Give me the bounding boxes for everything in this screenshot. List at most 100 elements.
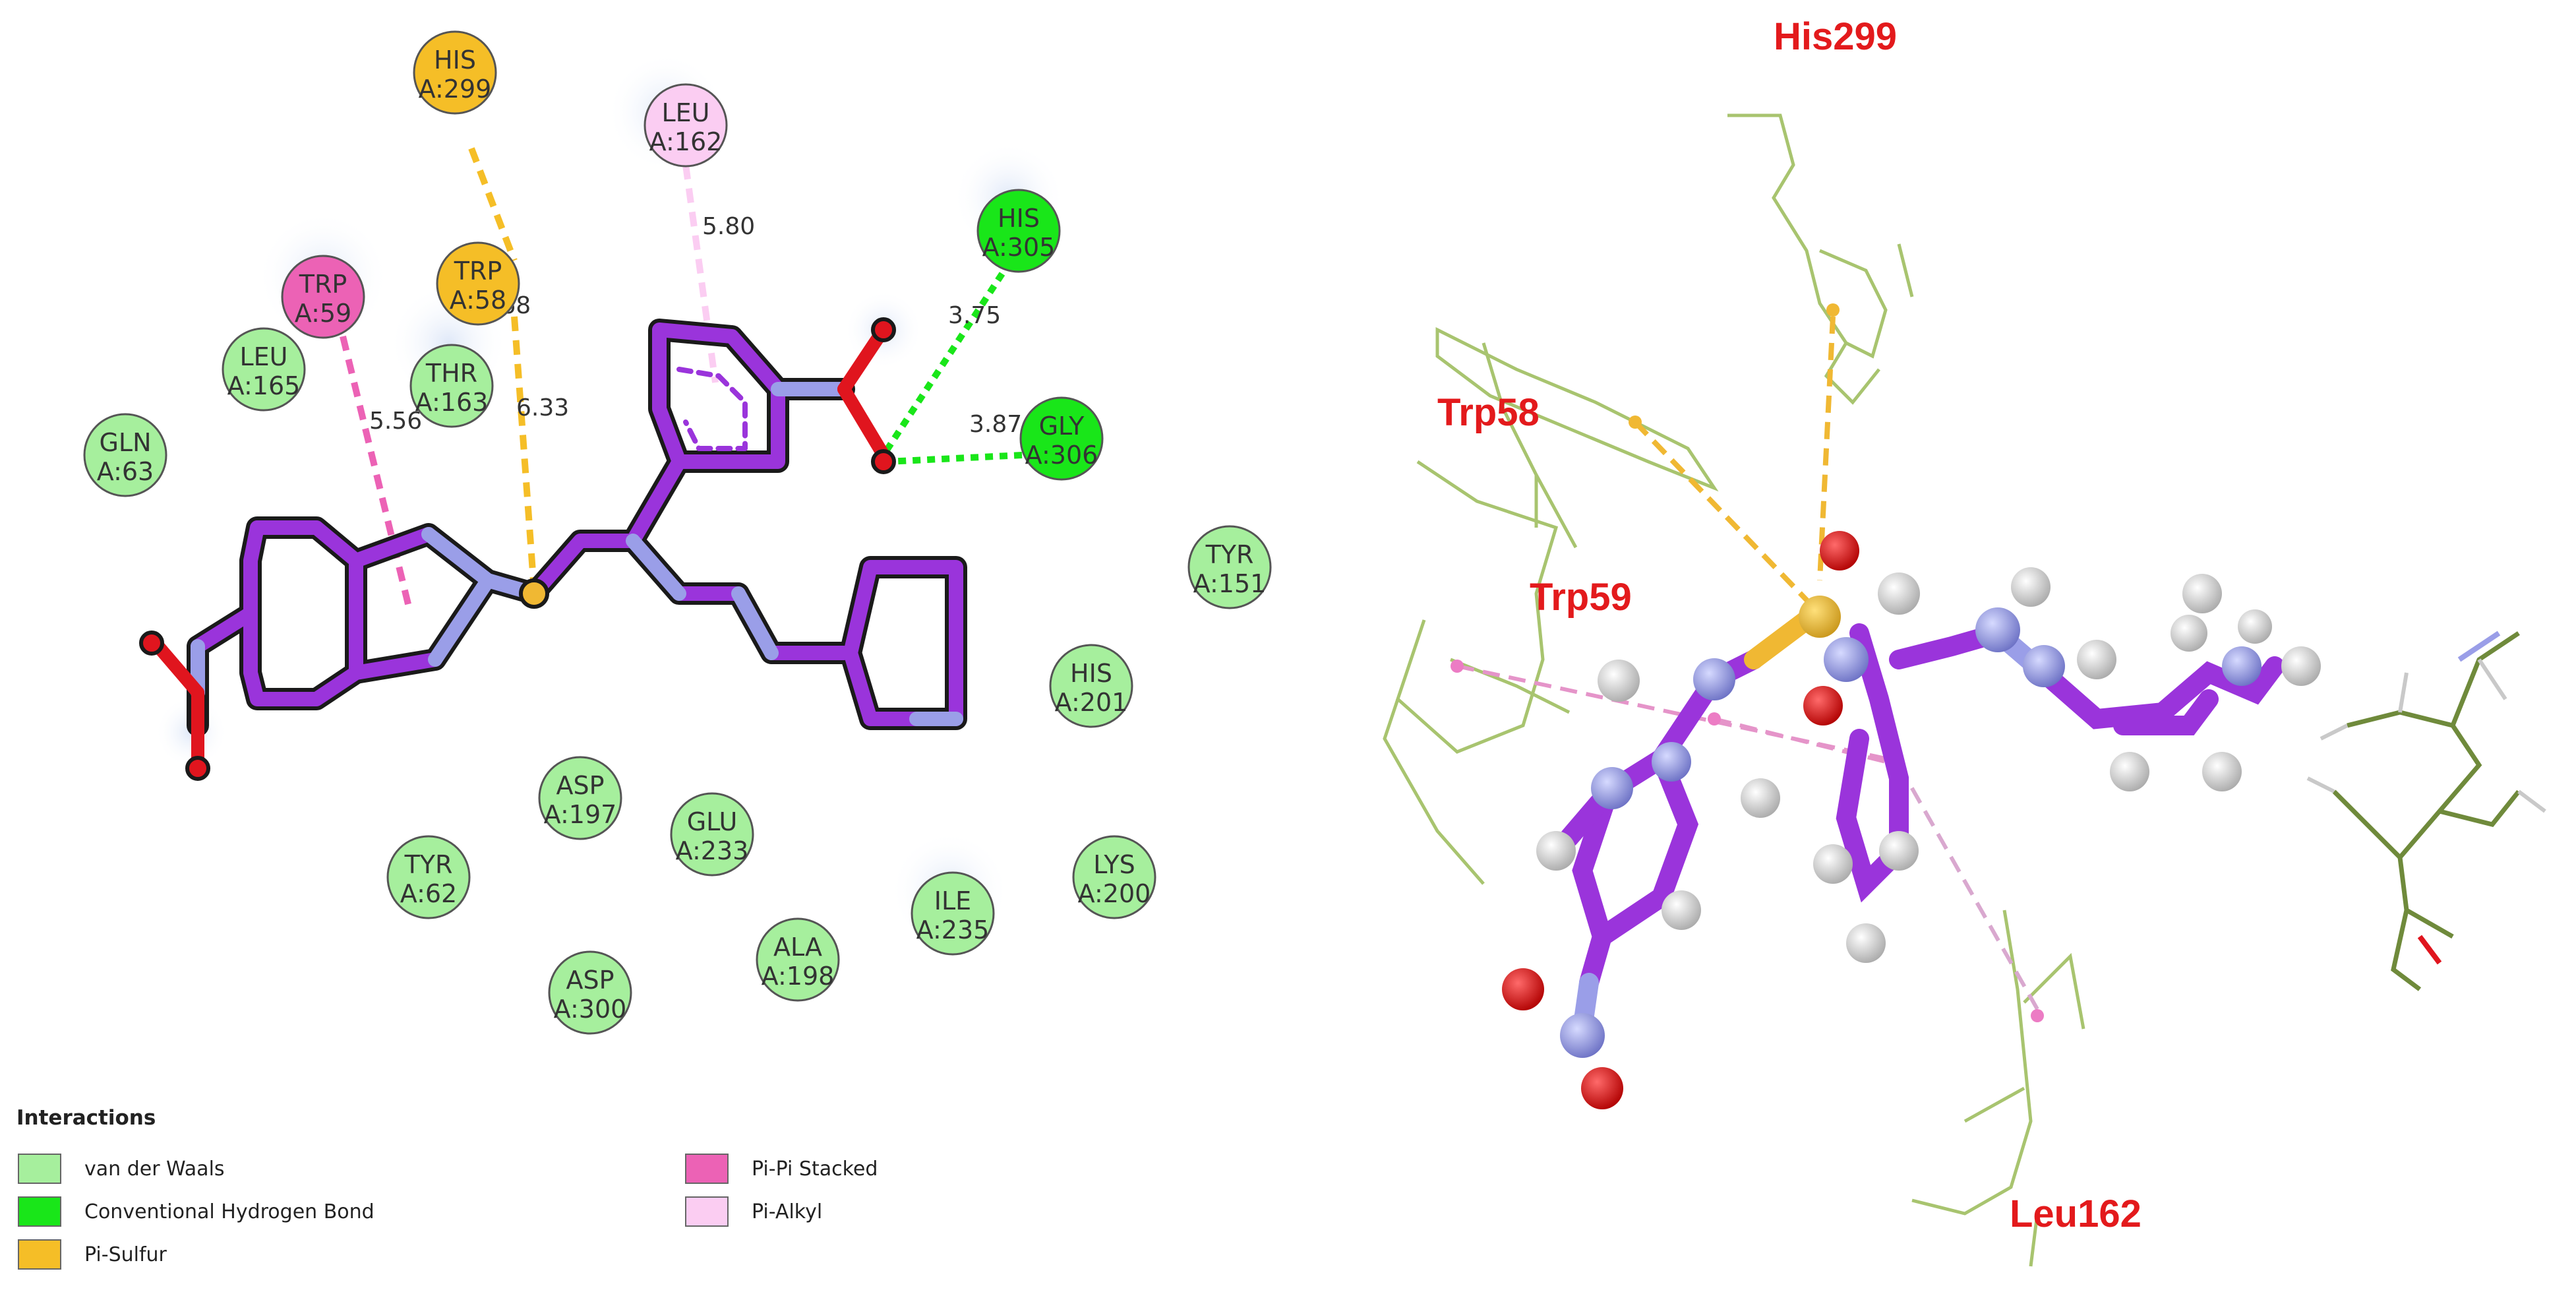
label-3d-trp58: Trp58: [1437, 391, 1540, 434]
legend-swatch: [685, 1196, 729, 1227]
interaction-lines: [340, 147, 1023, 608]
residue-disc: [281, 255, 365, 339]
residue-number: A:165: [227, 371, 301, 400]
pose-interaction-dashes: [1456, 316, 2039, 1010]
residue-number: A:201: [1055, 688, 1128, 717]
residue-disc: [436, 241, 520, 326]
residue-number: A:306: [1025, 441, 1098, 470]
residue-number: A:200: [1078, 879, 1151, 908]
legend-swatch: [18, 1239, 61, 1270]
legend-swatch: [18, 1154, 61, 1184]
residue-number: A:198: [762, 962, 835, 991]
residue-name: ASP: [566, 966, 614, 995]
residue-disc: [911, 871, 995, 956]
residue-name: ALA: [773, 933, 822, 962]
residue-number: A:59: [295, 299, 351, 328]
residue-disc: [756, 917, 840, 1002]
residue-name: TYR: [1205, 540, 1254, 569]
distance-label: 3.87: [969, 411, 1022, 438]
legend-item-hydrogen-bond: Conventional Hydrogen Bond: [18, 1196, 374, 1227]
residue-name: LEU: [240, 342, 288, 371]
residue-number: A:62: [400, 879, 457, 908]
binding-pose-3d: His299 Trp58 Trp59 Leu162: [1383, 15, 2546, 1267]
residue-name: THR: [425, 359, 477, 388]
residue-disc: [644, 83, 728, 168]
residue-name: TYR: [404, 850, 453, 879]
interaction-line-2: [511, 316, 537, 591]
legend-swatch: [18, 1196, 61, 1227]
residue-disc: [670, 792, 754, 877]
residue-disc: [386, 835, 471, 919]
residue-disc: [413, 30, 497, 115]
residue-number: A:162: [649, 127, 723, 156]
residue-number: A:151: [1193, 569, 1267, 598]
interaction-line-3: [682, 164, 719, 383]
residue-name: TRP: [454, 257, 502, 286]
residue-discs: HISA:299LEUA:162HISA:305TRPA:59TRPA:58LE…: [83, 30, 1272, 1035]
interaction-line-4: [880, 272, 1005, 457]
residue-name: LYS: [1093, 850, 1135, 879]
legend-label: Pi-Sulfur: [84, 1243, 167, 1266]
residue-disc: [409, 344, 494, 428]
label-3d-leu162: Leu162: [2010, 1192, 2142, 1235]
protein-tail-hydrogens: [2306, 658, 2546, 813]
residue-name: TRP: [299, 270, 347, 299]
residue-number: A:305: [982, 233, 1056, 262]
legend-item-pi-sulfur: Pi-Sulfur: [18, 1239, 167, 1270]
legend-item-pi-pi-stacked: Pi-Pi Stacked: [685, 1154, 878, 1184]
interaction-diagram-2d: 5.803.756.683.876.335.56 HISA:299LEUA:16…: [16, 30, 1272, 1270]
interaction-line-5: [886, 452, 1023, 465]
legend-label: van der Waals: [84, 1157, 225, 1181]
label-3d-his299: His299: [1774, 15, 1897, 58]
residue-number: A:63: [97, 457, 154, 486]
residue-number: A:197: [544, 800, 617, 829]
ligand-3d-atoms: [1502, 531, 2321, 1109]
residue-disc: [83, 413, 167, 497]
residue-disc: [1187, 525, 1272, 609]
interaction-line-1: [468, 147, 518, 262]
protein-tail-sticks: [2332, 631, 2521, 991]
legend-item-van-der-waals: van der Waals: [18, 1154, 225, 1184]
protein-tail-nitrogen: [2457, 631, 2501, 662]
residue-name: GLN: [99, 428, 151, 457]
ligand-2d-structure: [139, 317, 967, 781]
residue-disc: [222, 327, 306, 412]
distance-label: 5.80: [702, 213, 755, 240]
residue-name: GLY: [1039, 412, 1085, 441]
ligand-3d-bonds: [1559, 610, 2285, 1039]
residue-name: GLU: [687, 807, 738, 836]
distance-label: 6.33: [516, 394, 569, 421]
residue-name: ASP: [556, 771, 604, 800]
legend-label: Pi-Pi Stacked: [752, 1157, 878, 1181]
legend-swatch: [685, 1154, 729, 1184]
residue-number: A:235: [916, 915, 990, 944]
residue-name: ILE: [934, 886, 971, 915]
residue-disc: [538, 756, 622, 840]
legend-item-pi-alkyl: Pi-Alkyl: [685, 1196, 822, 1227]
residue-number: A:58: [450, 286, 506, 315]
residue-number: A:233: [676, 836, 749, 865]
distance-label: 5.56: [369, 408, 422, 435]
residue-disc: [1072, 835, 1156, 919]
legend-label: Pi-Alkyl: [752, 1200, 822, 1223]
residue-name: HIS: [998, 204, 1040, 233]
residue-disc: [1019, 396, 1104, 481]
protein-tail-oxygen: [2417, 935, 2442, 965]
